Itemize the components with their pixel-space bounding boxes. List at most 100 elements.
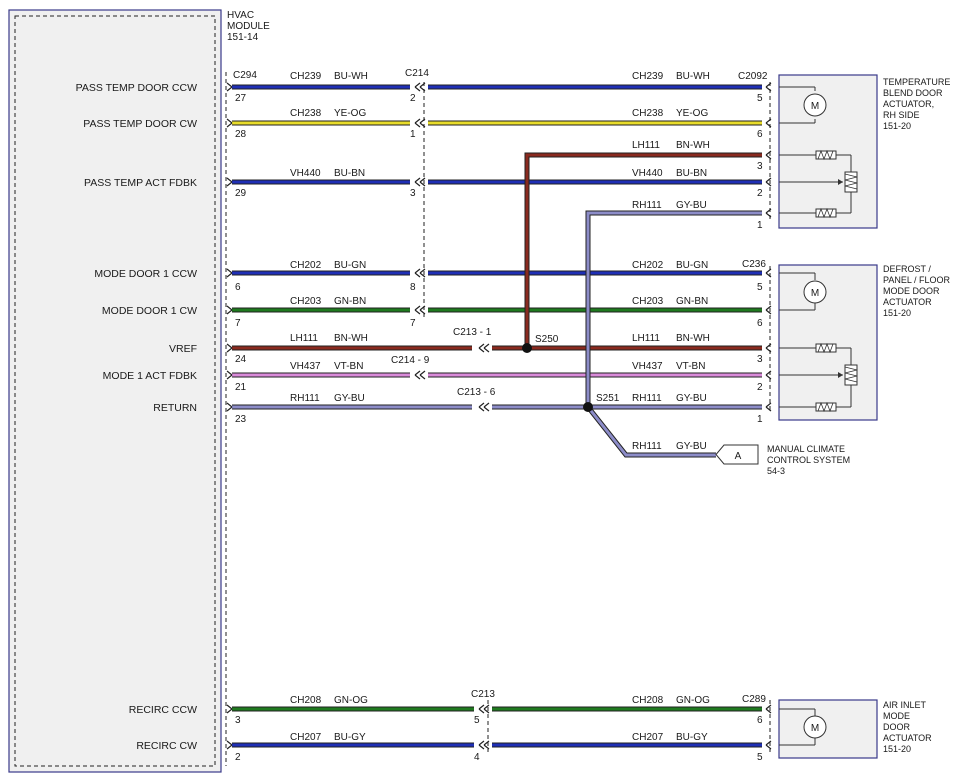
pin-label-mode1-ccw: MODE DOOR 1 CCW [94,268,197,280]
terminal-arrow [483,740,490,750]
wire-circuit: VH440 [290,168,321,179]
air-inlet-label-4: ACTUATOR [883,733,932,743]
pin-number: 6 [235,282,241,293]
pin-number: 6 [757,129,763,140]
pin-number: 5 [474,715,480,726]
connector-c214-label: C214 [405,68,429,79]
terminal-arrow [226,268,233,278]
wire-color: GN-OG [334,695,368,706]
pin-label-recirc-ccw: RECIRC CCW [129,704,197,716]
hvac-pin-numbers: 27 28 29 6 7 24 21 23 3 2 C294 [233,70,257,763]
wire-circuit: LH111 [632,140,660,151]
terminal-arrow [226,177,233,187]
terminal-arrow [765,370,772,380]
pin-label-return: RETURN [153,402,197,414]
connector-c213-label: C213 [471,689,495,700]
mode-door-actuator: C236 5 6 3 2 1 M DEFROST / PANEL / FLOOR… [742,259,951,425]
connector-c236: C236 [742,259,766,270]
terminal-arrow [765,704,772,714]
terminal-arrow [419,118,426,128]
pin-number: 5 [757,752,763,763]
pin-label-mode1-cw: MODE DOOR 1 CW [102,305,197,317]
connector-c213-1: C213 - 1 [453,327,492,338]
terminal-arrow [226,402,233,412]
terminal-arrow [765,740,772,750]
splice-s251-label: S251 [596,393,620,404]
wire-color: BU-WH [334,71,368,82]
wire-color: BU-GY [334,732,366,743]
pin-number: 6 [757,318,763,329]
terminal-arrow [226,305,233,315]
terminal-arrow [226,82,233,92]
wires [226,82,772,750]
hvac-module: HVAC MODULE 151-14 [8,9,270,773]
wire-circuit: RH111 [632,393,662,404]
terminal-arrow [419,82,426,92]
wire-color: BN-WH [676,333,710,344]
pin-label-pass-temp-fdbk: PASS TEMP ACT FDBK [84,177,197,189]
wire-return-branch-down [586,405,716,458]
wire-color: BU-GN [676,260,708,271]
pin-number: 7 [235,318,241,329]
terminal-arrow [765,402,772,412]
resistor-icon [815,402,837,412]
pin-label-pass-temp-cw: PASS TEMP DOOR CW [83,118,197,130]
pin-label-recirc-cw: RECIRC CW [136,740,197,752]
temp-blend-label-3: ACTUATOR, [883,99,934,109]
motor-icon [803,93,827,117]
wire-circuit: CH208 [632,695,664,706]
terminal-arrow [226,704,233,714]
terminal-arrow [226,343,233,353]
air-inlet-label-2: MODE [883,711,910,721]
pin-number: 23 [235,414,247,425]
motor-icon [803,715,827,739]
pin-number: 5 [757,282,763,293]
terminal-arrow [478,402,485,412]
terminal-arrow [483,402,490,412]
mode-door-label-4: ACTUATOR [883,297,932,307]
temp-blend-actuator: C2092 5 6 3 2 1 M TEMPERATURE BLEND DOOR… [738,71,950,231]
inline-connector-c214: C214 2 1 3 8 7 [405,68,429,329]
wire-circuit: CH203 [290,296,322,307]
wire-color: BU-WH [676,71,710,82]
splices: S250 S251 [522,334,620,412]
wire-color: BN-WH [334,333,368,344]
wire-return-branch-up [585,210,762,407]
inline-connector-labels: C213 - 1 C214 - 9 C213 - 6 [391,327,496,398]
manual-climate-label-2: CONTROL SYSTEM [767,455,850,465]
air-inlet-label-1: AIR INLET [883,700,927,710]
terminal-arrow [765,82,772,92]
wire-circuit: CH239 [632,71,664,82]
pin-number: 3 [410,188,416,199]
connector-c294: C294 [233,70,257,81]
wire-vref-branch [524,152,762,348]
terminal-arrow [765,343,772,353]
wire-color: GY-BU [676,200,707,211]
resistor-icon [815,150,837,160]
terminal-arrow [765,177,772,187]
pin-number: 3 [757,354,763,365]
wire-color: GN-OG [676,695,710,706]
motor-icon [803,280,827,304]
connector-c289: C289 [742,694,766,705]
wire-circuit: CH238 [632,108,664,119]
pin-number: 6 [757,715,763,726]
terminal-arrow [226,118,233,128]
terminal-arrow [419,177,426,187]
wire-color: BN-WH [676,140,710,151]
pin-number: 8 [410,282,416,293]
pin-number: 1 [757,220,763,231]
temp-blend-label-4: RH SIDE [883,110,920,120]
motor-label: M [811,288,819,299]
wire-color: GY-BU [676,441,707,452]
wire-circuit: CH238 [290,108,322,119]
wire-circuit: CH207 [290,732,322,743]
connector-c214-9: C214 - 9 [391,355,430,366]
wire-color: BU-GN [334,260,366,271]
terminal-arrow [414,370,421,380]
splice-s251-dot [583,402,593,412]
pin-number: 2 [235,752,241,763]
wire-circuit: VH437 [290,361,321,372]
pin-number: 4 [474,752,480,763]
